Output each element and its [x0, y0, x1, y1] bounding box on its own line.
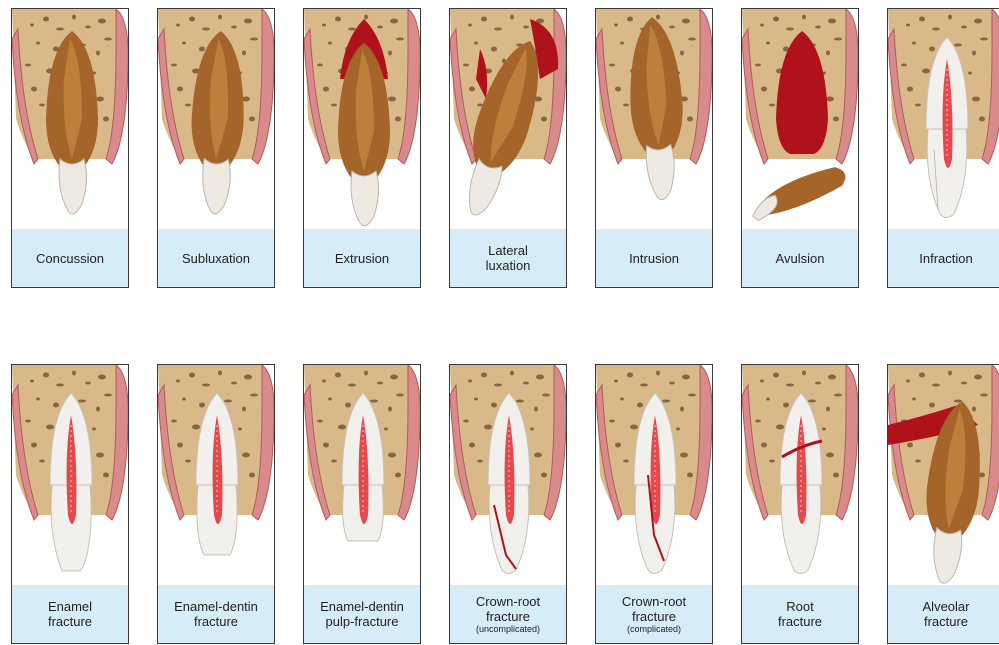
caption-line: Crown-root [622, 594, 686, 609]
caption-root-fracture: Root fracture [742, 585, 858, 643]
caption-extrusion: Extrusion [304, 229, 420, 287]
illustration-crown-root-fracture-uncomplicated [450, 365, 567, 585]
tooth-illustration-svg [450, 9, 567, 229]
card-lateral-luxation: Lateral luxation [449, 8, 567, 288]
illustration-concussion [12, 9, 129, 229]
card-alveolar-fracture: Alveolar fracture [887, 364, 999, 644]
caption-note: (complicated) [627, 624, 681, 635]
caption-line: Subluxation [182, 251, 250, 266]
caption-line: pulp-fracture [326, 614, 399, 629]
caption-line: Infraction [919, 251, 972, 266]
illustration-intrusion [596, 9, 713, 229]
tooth-illustration-svg [742, 9, 859, 229]
top-row: Concussion Subluxation Extrusion [0, 8, 999, 288]
card-crown-root-fracture-complicated: Crown-root fracture (complicated) [595, 364, 713, 644]
caption-infraction: Infraction [888, 229, 999, 287]
tooth-illustration-svg [450, 365, 567, 585]
card-enamel-fracture: Enamel fracture [11, 364, 129, 644]
tooth-illustration-svg [888, 9, 999, 229]
caption-concussion: Concussion [12, 229, 128, 287]
illustration-lateral-luxation [450, 9, 567, 229]
tooth-illustration-svg [742, 365, 859, 585]
card-enamel-dentin-pulp-fracture: Enamel-dentin pulp-fracture [303, 364, 421, 644]
tooth-illustration-svg [12, 365, 129, 585]
caption-enamel-fracture: Enamel fracture [12, 585, 128, 643]
illustration-enamel-fracture [12, 365, 129, 585]
card-enamel-dentin-fracture: Enamel-dentin fracture [157, 364, 275, 644]
illustration-alveolar-fracture [888, 365, 999, 585]
tooth-illustration-svg [12, 9, 129, 229]
illustration-enamel-dentin-fracture [158, 365, 275, 585]
caption-line: fracture [486, 609, 530, 624]
caption-line: Concussion [36, 251, 104, 266]
tooth-illustration-svg [596, 9, 713, 229]
caption-line: fracture [924, 614, 968, 629]
illustration-avulsion [742, 9, 859, 229]
tooth-illustration-svg [888, 365, 999, 585]
caption-line: Lateral [488, 243, 528, 258]
caption-intrusion: Intrusion [596, 229, 712, 287]
caption-line: Intrusion [629, 251, 679, 266]
tooth-illustration-svg [158, 365, 275, 585]
caption-line: Extrusion [335, 251, 389, 266]
illustration-infraction [888, 9, 999, 229]
tooth-illustration-svg [596, 365, 713, 585]
tooth-illustration-svg [304, 9, 421, 229]
caption-line: fracture [194, 614, 238, 629]
card-concussion: Concussion [11, 8, 129, 288]
caption-enamel-dentin-fracture: Enamel-dentin fracture [158, 585, 274, 643]
bottom-row: Enamel fracture Enamel-dentin fracture E… [0, 364, 999, 644]
illustration-crown-root-fracture-complicated [596, 365, 713, 585]
tooth-illustration-svg [158, 9, 275, 229]
card-infraction: Infraction [887, 8, 999, 288]
tooth-illustration-svg [304, 365, 421, 585]
caption-line: Enamel [48, 599, 92, 614]
caption-crown-root-fracture-uncomplicated: Crown-root fracture (uncomplicated) [450, 585, 566, 643]
card-subluxation: Subluxation [157, 8, 275, 288]
card-intrusion: Intrusion [595, 8, 713, 288]
caption-lateral-luxation: Lateral luxation [450, 229, 566, 287]
caption-avulsion: Avulsion [742, 229, 858, 287]
caption-note: (uncomplicated) [476, 624, 540, 635]
caption-line: fracture [778, 614, 822, 629]
caption-alveolar-fracture: Alveolar fracture [888, 585, 999, 643]
illustration-root-fracture [742, 365, 859, 585]
caption-subluxation: Subluxation [158, 229, 274, 287]
caption-line: fracture [48, 614, 92, 629]
caption-line: fracture [632, 609, 676, 624]
illustration-subluxation [158, 9, 275, 229]
caption-line: Enamel-dentin [320, 599, 404, 614]
caption-enamel-dentin-pulp-fracture: Enamel-dentin pulp-fracture [304, 585, 420, 643]
caption-crown-root-fracture-complicated: Crown-root fracture (complicated) [596, 585, 712, 643]
card-root-fracture: Root fracture [741, 364, 859, 644]
caption-line: Enamel-dentin [174, 599, 258, 614]
card-crown-root-fracture-uncomplicated: Crown-root fracture (uncomplicated) [449, 364, 567, 644]
caption-line: Crown-root [476, 594, 540, 609]
caption-line: Alveolar [923, 599, 970, 614]
card-extrusion: Extrusion [303, 8, 421, 288]
caption-line: luxation [486, 258, 531, 273]
caption-line: Root [786, 599, 813, 614]
illustration-enamel-dentin-pulp-fracture [304, 365, 421, 585]
card-avulsion: Avulsion [741, 8, 859, 288]
illustration-extrusion [304, 9, 421, 229]
caption-line: Avulsion [776, 251, 825, 266]
